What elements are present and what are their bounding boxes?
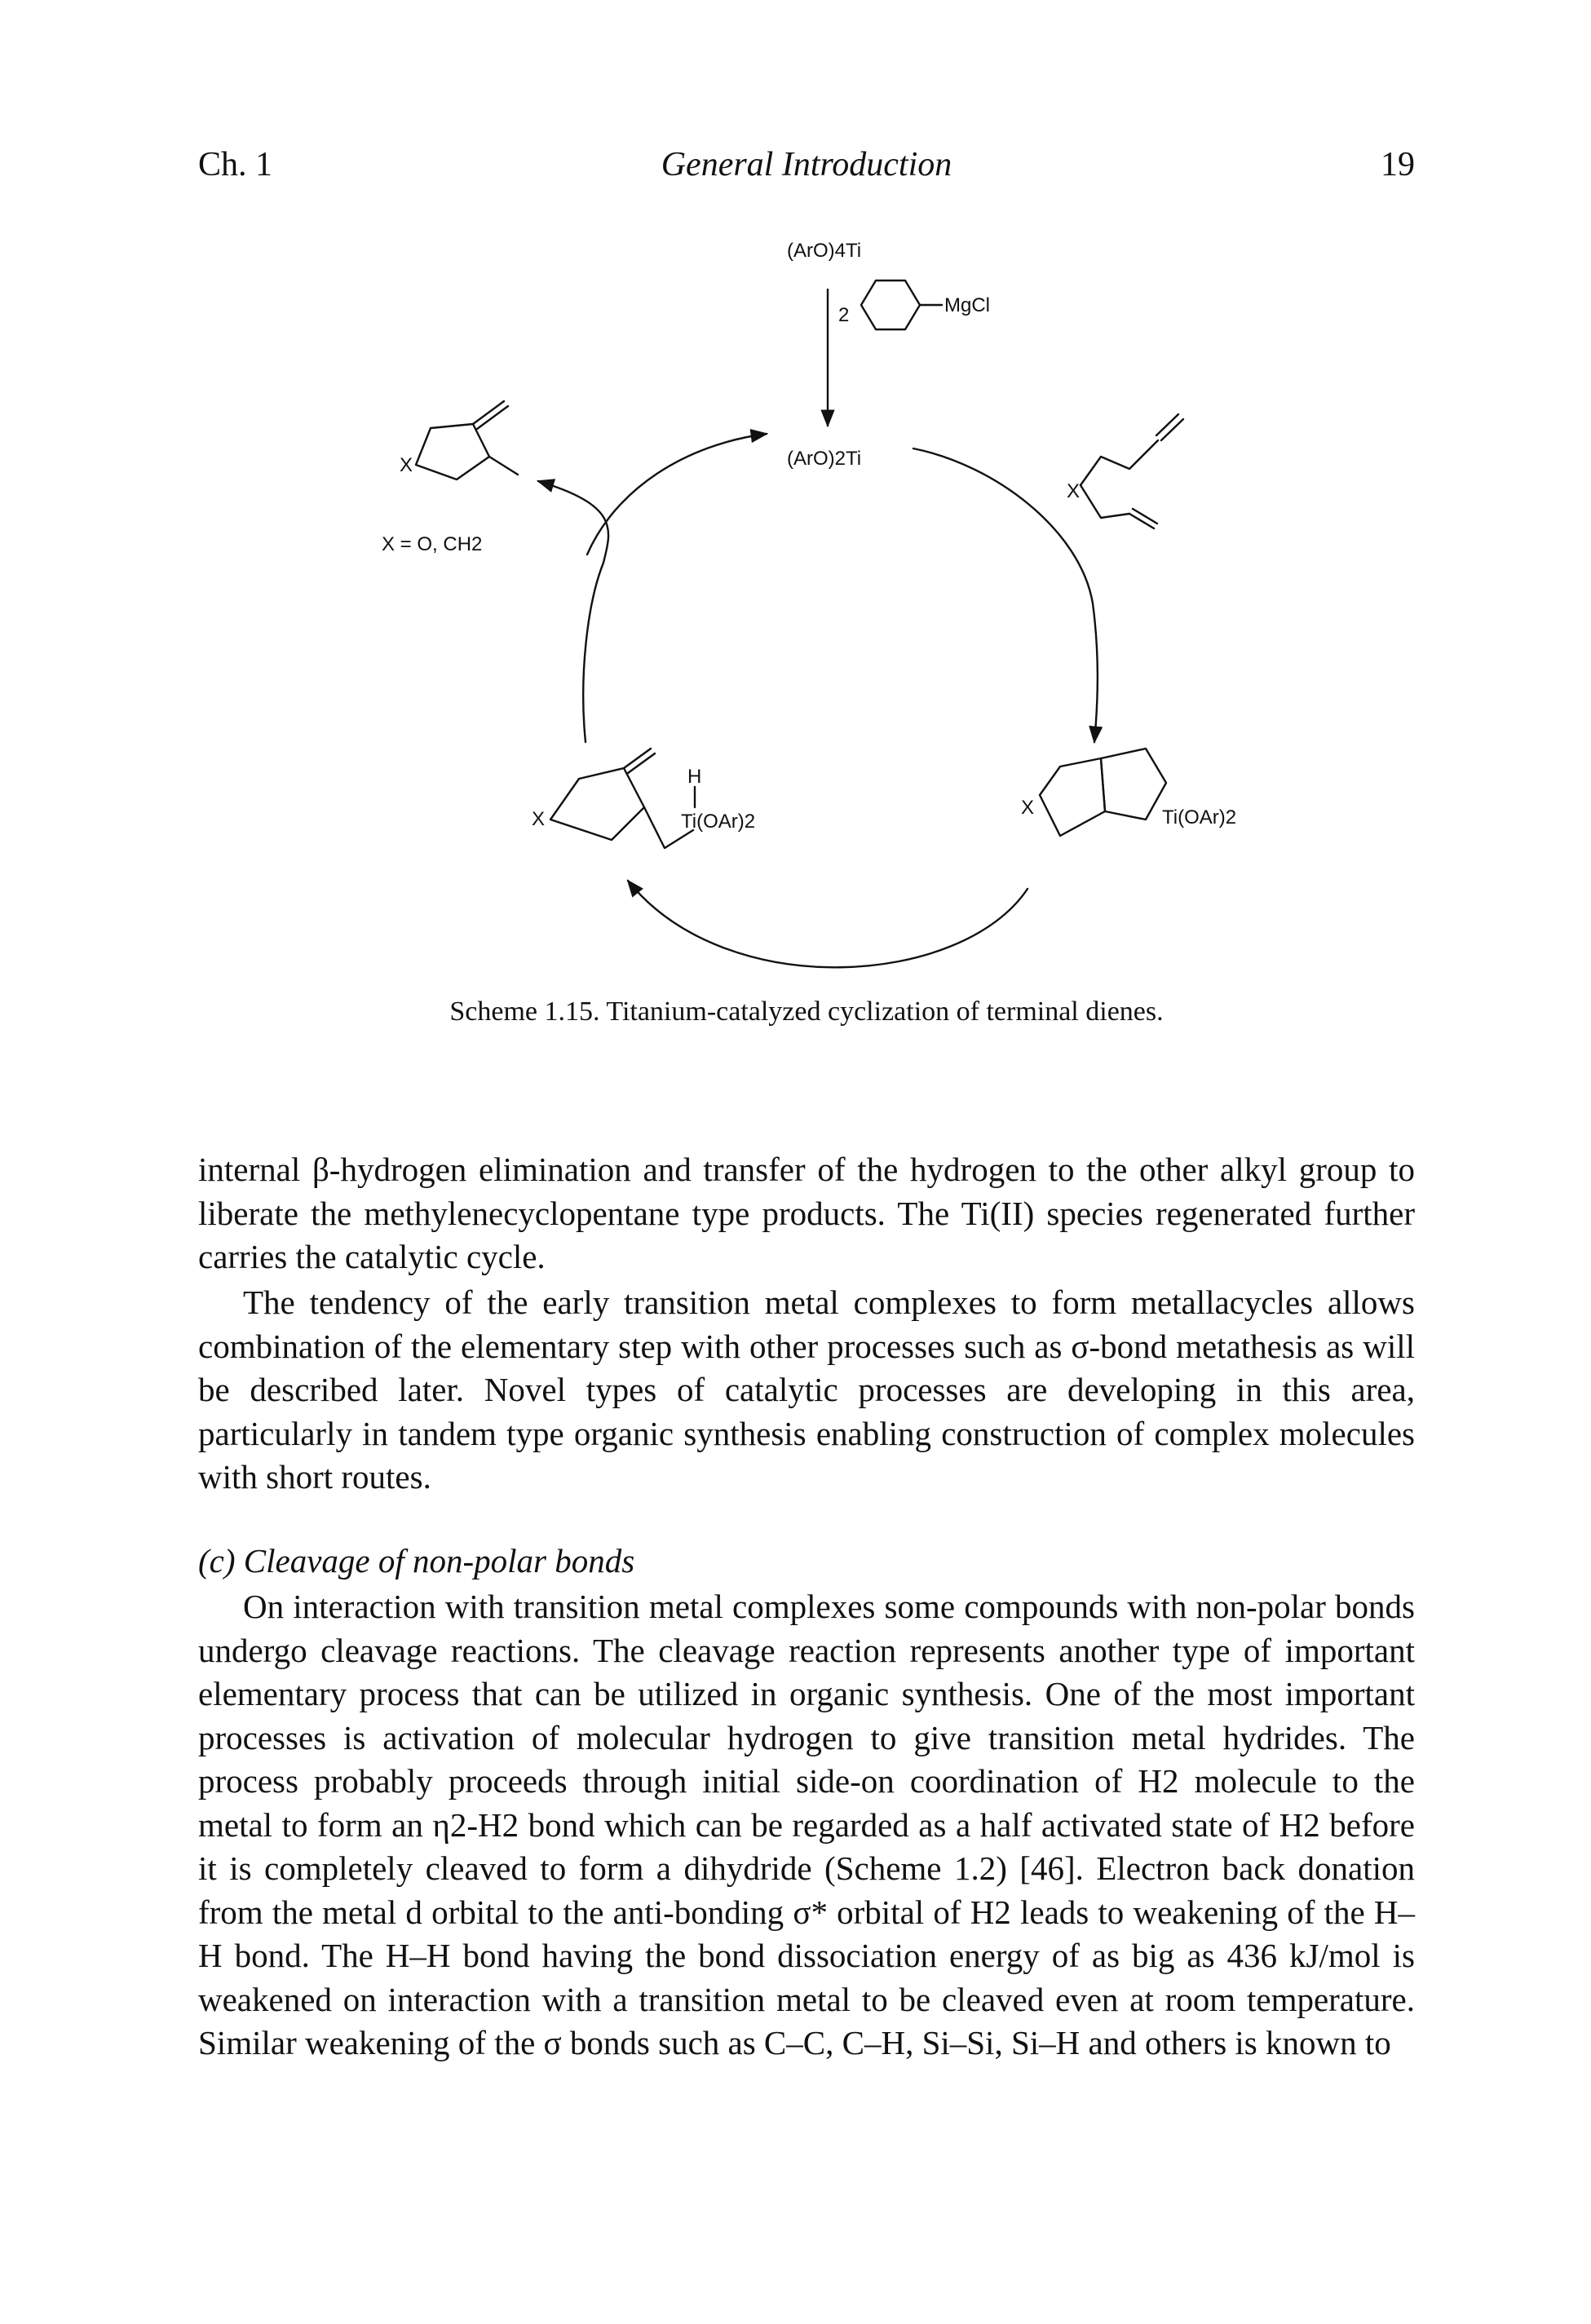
metallacycle-x-label: X xyxy=(1021,797,1034,819)
paragraph-1-text: internal β-hydrogen elimination and tran… xyxy=(198,1151,1415,1275)
product-ring xyxy=(414,422,491,481)
product-x-label: X xyxy=(400,454,413,476)
grignard-equiv-label: 2 xyxy=(838,304,849,326)
x-definition-label: X = O, CH2 xyxy=(382,533,482,555)
cyclohexyl-ring xyxy=(860,279,921,331)
grignard-label: MgCl xyxy=(944,294,990,316)
diene-x-label: X xyxy=(1067,480,1080,502)
paragraph-2-text: The tendency of the early transition met… xyxy=(198,1284,1415,1496)
running-head: Ch. 1 General Introduction 19 xyxy=(198,145,1415,194)
scheme-caption: Scheme 1.15. Titanium-catalyzed cyclizat… xyxy=(449,996,1164,1027)
hydride-ti-label: Ti(OAr)2 xyxy=(681,811,755,833)
cycle-arrow-to-catalyst xyxy=(586,428,769,556)
paragraph-3-text: On interaction with transition metal com… xyxy=(198,1588,1415,2061)
cycle-arrow-to-hydride xyxy=(626,879,1029,969)
hydride-ring xyxy=(549,767,646,842)
metallacycle-ti-label: Ti(OAr)2 xyxy=(1162,806,1236,828)
cycle-arrow-to-product xyxy=(536,479,610,744)
catalytic-cycle-diagram: (ArO)4Ti 2 MgCl (ArO)2Ti X = O, CH2 X X … xyxy=(382,240,1236,969)
hydride-x-label: X xyxy=(532,808,545,830)
diene-chain xyxy=(1079,439,1160,487)
running-title: General Introduction xyxy=(661,146,952,183)
paragraph-1: internal β-hydrogen elimination and tran… xyxy=(198,1148,1415,1279)
scheme-figure: (ArO)4Ti 2 MgCl (ArO)2Ti X = O, CH2 X X … xyxy=(343,220,1264,995)
metallacycle-right-ring xyxy=(1099,747,1168,821)
cycle-arrow-to-metallacycle xyxy=(912,447,1103,744)
section-heading: (c) Cleavage of non-polar bonds xyxy=(198,1542,635,1580)
active-catalyst-label: (ArO)2Ti xyxy=(787,448,861,470)
metallacycle-left-ring xyxy=(1038,757,1107,837)
page-number: 19 xyxy=(1381,146,1415,183)
paragraph-3: On interaction with transition metal com… xyxy=(198,1585,1415,2066)
chapter-label: Ch. 1 xyxy=(198,146,273,183)
precursor-label: (ArO)4Ti xyxy=(787,240,861,262)
hydride-h-label: H xyxy=(687,766,701,788)
paragraph-2: The tendency of the early transition met… xyxy=(198,1281,1415,1500)
